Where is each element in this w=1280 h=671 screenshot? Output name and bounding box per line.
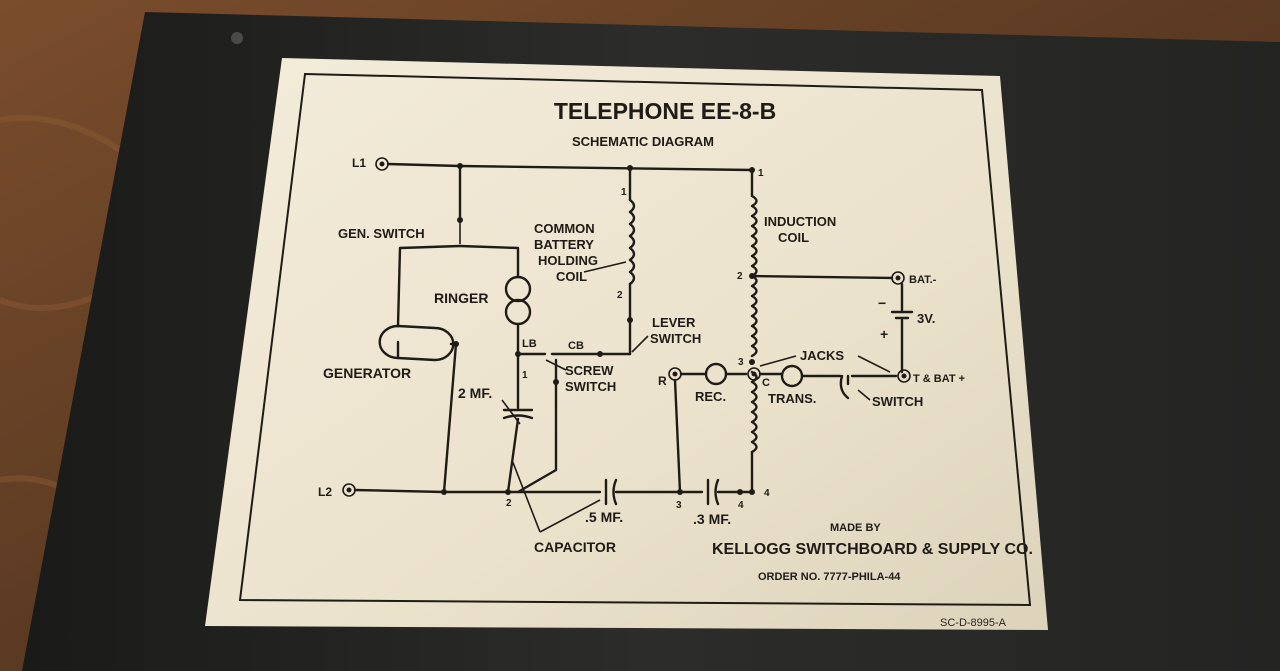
- l2-label: L2: [318, 485, 332, 499]
- node-1-2mf: 1: [522, 370, 528, 381]
- screw-switch-label-1: SCREW: [565, 363, 614, 378]
- cap-2mf-label: 2 MF.: [458, 385, 492, 401]
- node-2-holding-bottom: 2: [617, 290, 623, 301]
- plus-sign: +: [880, 326, 888, 342]
- order-number: ORDER NO. 7777-PHILA-44: [758, 571, 901, 583]
- serial-number: SC-D-8995-A: [940, 617, 1007, 629]
- plate-title: TELEPHONE EE-8-B: [554, 98, 776, 124]
- schematic-plate: [205, 58, 1048, 630]
- lever-switch-label-1: LEVER: [652, 315, 696, 330]
- screw-switch-label-2: SWITCH: [565, 379, 616, 394]
- maker-prefix: MADE BY: [830, 522, 881, 534]
- volts-label: 3V.: [917, 311, 935, 326]
- cb-label: CB: [568, 340, 584, 352]
- lb-label: LB: [522, 338, 537, 350]
- t-bat-plus-terminal: [897, 369, 911, 383]
- c-label: C: [762, 377, 770, 389]
- case-screw: [231, 32, 243, 44]
- gen-switch-label: GEN. SWITCH: [338, 226, 425, 241]
- induction-coil-label-2: COIL: [778, 230, 809, 245]
- generator-label: GENERATOR: [323, 365, 411, 381]
- node-2-bottom: 2: [506, 498, 512, 509]
- node-1-induction-top: 1: [758, 168, 764, 179]
- rec-label: REC.: [695, 389, 726, 404]
- schematic-wiring: [342, 157, 914, 533]
- jacks-label: JACKS: [800, 348, 844, 363]
- plate-border: [238, 72, 1032, 607]
- ringer-label: RINGER: [434, 290, 488, 306]
- capacitor-label: CAPACITOR: [534, 539, 616, 555]
- holding-coil-symbol: [628, 198, 636, 286]
- node-1-holding-top: 1: [621, 187, 627, 198]
- trans-label: TRANS.: [768, 391, 816, 406]
- switch-label: SWITCH: [872, 394, 923, 409]
- node-4-bottom-a: 4: [738, 500, 744, 511]
- maker-name: KELLOGG SWITCHBOARD & SUPPLY CO.: [712, 541, 1033, 558]
- plate-subtitle: SCHEMATIC DIAGRAM: [572, 134, 714, 149]
- node-3-bottom: 3: [676, 500, 682, 511]
- bat-minus-label: BAT.-: [909, 274, 937, 286]
- t-bat-label: T & BAT +: [913, 373, 965, 385]
- cap-05mf-label: .5 MF.: [585, 509, 623, 525]
- lever-switch-label-2: SWITCH: [650, 331, 701, 346]
- induction-coil-symbol: [750, 194, 758, 454]
- holding-coil-label-4: COIL: [556, 269, 587, 284]
- cap-03mf-label: .3 MF.: [693, 511, 731, 527]
- l1-label: L1: [352, 156, 366, 170]
- holding-coil-label-2: BATTERY: [534, 237, 594, 252]
- bat-minus-terminal: [891, 271, 905, 285]
- minus-sign: −: [878, 295, 886, 311]
- node-4-bottom-b: 4: [764, 488, 770, 499]
- generator-symbol: [378, 324, 455, 362]
- induction-coil-label-1: INDUCTION: [764, 214, 836, 229]
- holding-coil-label-1: COMMON: [534, 221, 595, 236]
- node-2-induction: 2: [737, 271, 743, 282]
- r-label: R: [658, 374, 667, 388]
- node-3-induction: 3: [738, 357, 744, 368]
- holding-coil-label-3: HOLDING: [538, 253, 598, 268]
